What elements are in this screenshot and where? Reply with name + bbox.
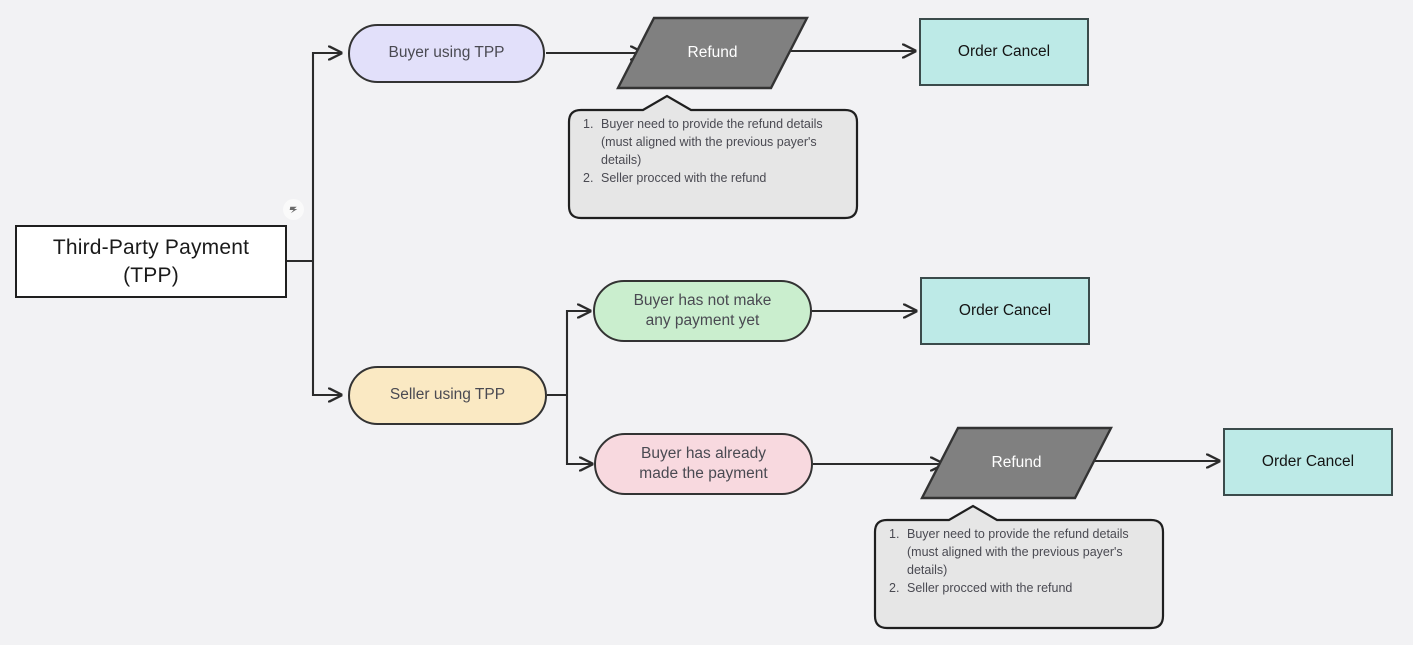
node-order-cancel-middle-label: Order Cancel bbox=[958, 301, 1052, 319]
zap-icon bbox=[283, 199, 304, 220]
zap-icon-glyph bbox=[289, 206, 298, 214]
callout-refund-bottom-body: 1. Buyer need to provide the refund deta… bbox=[889, 526, 1153, 599]
node-refund-top-shape bbox=[616, 16, 809, 90]
node-root-label-line1: Third-Party Payment bbox=[52, 236, 250, 260]
edge-seller-to-nopayment bbox=[565, 311, 590, 395]
edge-seller-to-alreadypaid bbox=[565, 395, 592, 464]
callout-refund-top: 1. Buyer need to provide the refund deta… bbox=[567, 94, 859, 220]
callout-item: 1. Buyer need to provide the refund deta… bbox=[889, 527, 1129, 577]
node-root-third-party-payment[interactable]: Third-Party Payment (TPP) bbox=[15, 225, 287, 298]
node-order-cancel-middle[interactable]: Order Cancel bbox=[920, 277, 1090, 345]
node-buyer-already-paid-label: Buyer has already made the payment bbox=[639, 444, 768, 482]
callout-refund-top-shape bbox=[567, 94, 859, 220]
node-root-label-line2: (TPP) bbox=[123, 263, 179, 287]
node-order-cancel-top-label: Order Cancel bbox=[957, 42, 1051, 60]
callout-refund-bottom-shape bbox=[873, 504, 1165, 630]
node-seller-using-tpp[interactable]: Seller using TPP bbox=[348, 366, 547, 425]
callout-item: 1. Buyer need to provide the refund deta… bbox=[583, 117, 823, 167]
node-buyer-using-tpp-label: Buyer using TPP bbox=[388, 44, 505, 62]
node-refund-top-label: Refund bbox=[687, 44, 738, 61]
edge-root-to-buyer bbox=[311, 53, 341, 261]
callout-item: 2. Seller procced with the refund bbox=[583, 171, 767, 186]
node-seller-using-tpp-label: Seller using TPP bbox=[389, 386, 506, 404]
node-buyer-already-paid[interactable]: Buyer has already made the payment bbox=[594, 433, 813, 495]
node-order-cancel-top[interactable]: Order Cancel bbox=[919, 18, 1089, 86]
node-order-cancel-bottom[interactable]: Order Cancel bbox=[1223, 428, 1393, 496]
node-buyer-no-payment-yet-label: Buyer has not make any payment yet bbox=[633, 291, 772, 329]
node-buyer-no-payment-yet[interactable]: Buyer has not make any payment yet bbox=[593, 280, 812, 342]
node-buyer-using-tpp[interactable]: Buyer using TPP bbox=[348, 24, 545, 83]
node-refund-top[interactable]: Refund bbox=[616, 16, 809, 90]
callout-item: 2. Seller procced with the refund bbox=[889, 581, 1073, 596]
callout-refund-top-body: 1. Buyer need to provide the refund deta… bbox=[583, 116, 847, 189]
node-refund-bottom-shape bbox=[920, 426, 1113, 500]
edge-root-to-seller bbox=[311, 261, 341, 395]
node-order-cancel-bottom-label: Order Cancel bbox=[1261, 452, 1355, 470]
node-refund-bottom-label: Refund bbox=[991, 454, 1042, 471]
callout-refund-bottom: 1. Buyer need to provide the refund deta… bbox=[873, 504, 1165, 630]
node-root-label: Third-Party Payment (TPP) bbox=[53, 234, 249, 289]
node-refund-bottom[interactable]: Refund bbox=[920, 426, 1113, 500]
